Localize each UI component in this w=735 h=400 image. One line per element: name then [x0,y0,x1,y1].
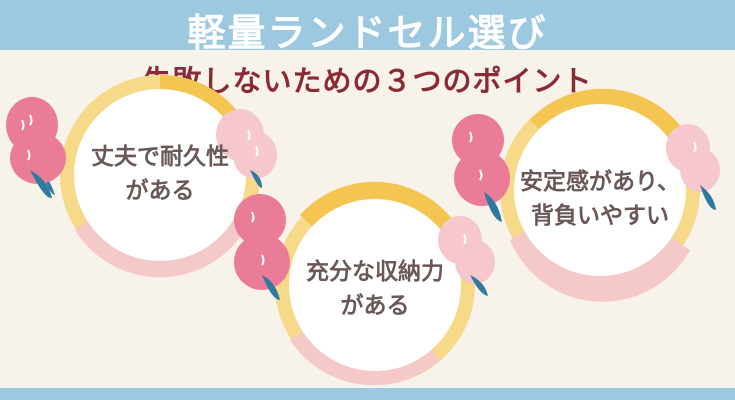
flower-icon [6,97,66,199]
point-3-line-2: 背負いやすい [531,203,669,229]
flower-icon [666,124,720,210]
header-band [0,0,735,50]
flower-icon [438,216,495,296]
point-2-label: 充分な収納力 がある [275,255,475,323]
point-3-ring [500,88,700,302]
page-subtitle: 失敗しないための３つのポイント [142,64,593,98]
page-title: 軽量ランドセル選び [187,11,548,55]
footer-band [0,388,735,400]
flower-icon [216,109,277,188]
point-1-label: 丈夫で耐久性 がある [60,140,260,208]
point-1-line-1: 丈夫で耐久性 [91,144,229,170]
point-1-ring [60,74,260,278]
point-1-line-2: がある [125,178,195,204]
point-2-line-1: 充分な収納力 [306,259,444,285]
point-2-line-2: がある [340,293,410,319]
point-2-ring [275,181,475,386]
flower-icon [452,114,510,222]
point-3-label: 安定感があり、 背負いやすい [500,165,700,233]
flower-icon [234,194,290,300]
point-3-line-1: 安定感があり、 [519,169,681,195]
